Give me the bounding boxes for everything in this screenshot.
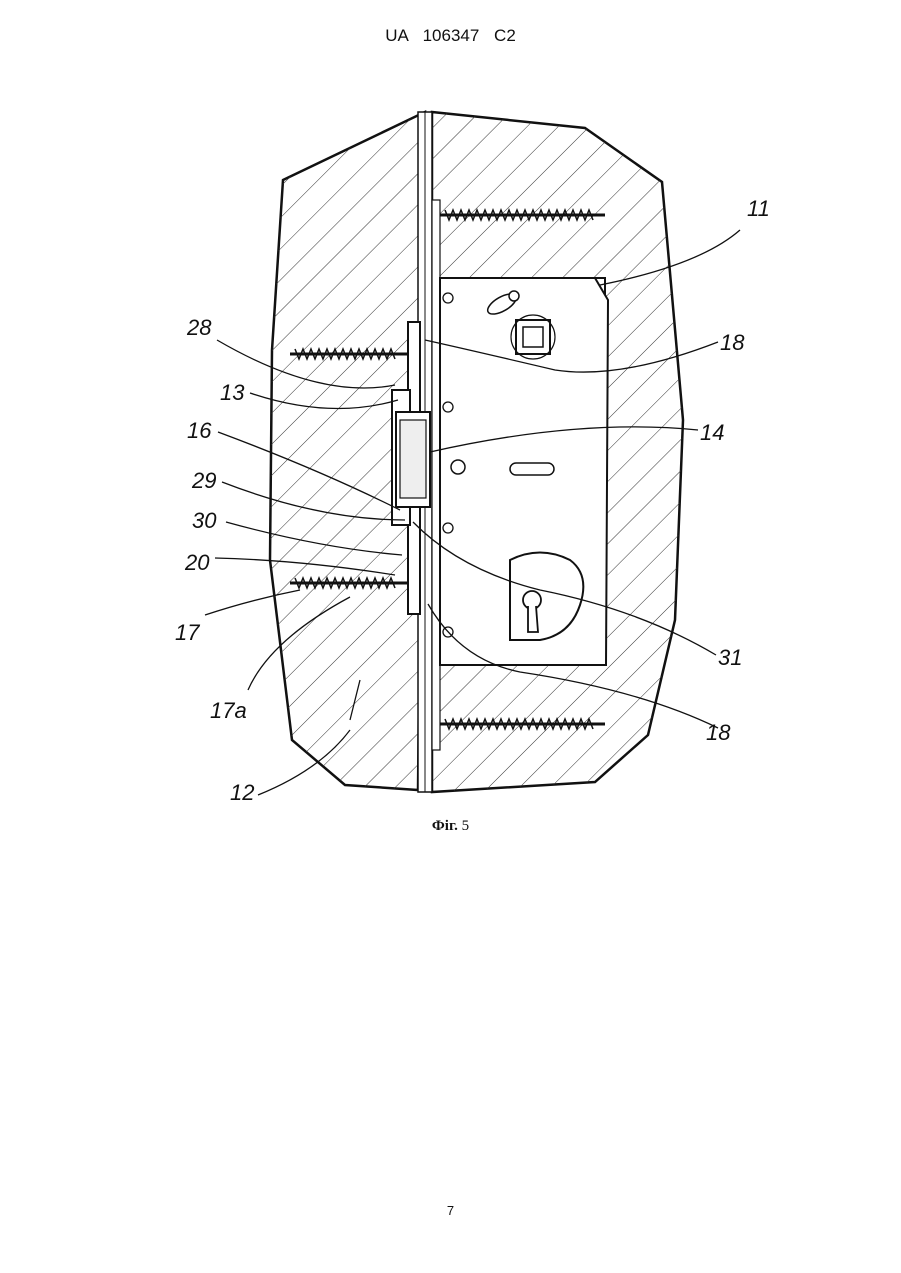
label-18-bottom: 18 bbox=[706, 720, 731, 745]
label-13: 13 bbox=[220, 380, 245, 405]
figure-caption-prefix: Фіг. bbox=[432, 818, 458, 834]
label-29: 29 bbox=[191, 468, 216, 493]
label-28: 28 bbox=[186, 315, 212, 340]
label-12: 12 bbox=[230, 780, 254, 805]
label-30: 30 bbox=[192, 508, 217, 533]
label-31: 31 bbox=[718, 645, 742, 670]
label-20: 20 bbox=[184, 550, 210, 575]
label-16: 16 bbox=[187, 418, 212, 443]
label-17: 17 bbox=[175, 620, 200, 645]
label-18-top: 18 bbox=[720, 330, 745, 355]
figure-caption-number: 5 bbox=[462, 818, 470, 834]
page-number: 7 bbox=[0, 1203, 901, 1218]
figure-caption: Фіг. 5 bbox=[0, 818, 901, 835]
lock-body bbox=[440, 278, 608, 665]
label-17a: 17a bbox=[210, 698, 247, 723]
label-14: 14 bbox=[700, 420, 724, 445]
label-11: 11 bbox=[747, 196, 770, 221]
